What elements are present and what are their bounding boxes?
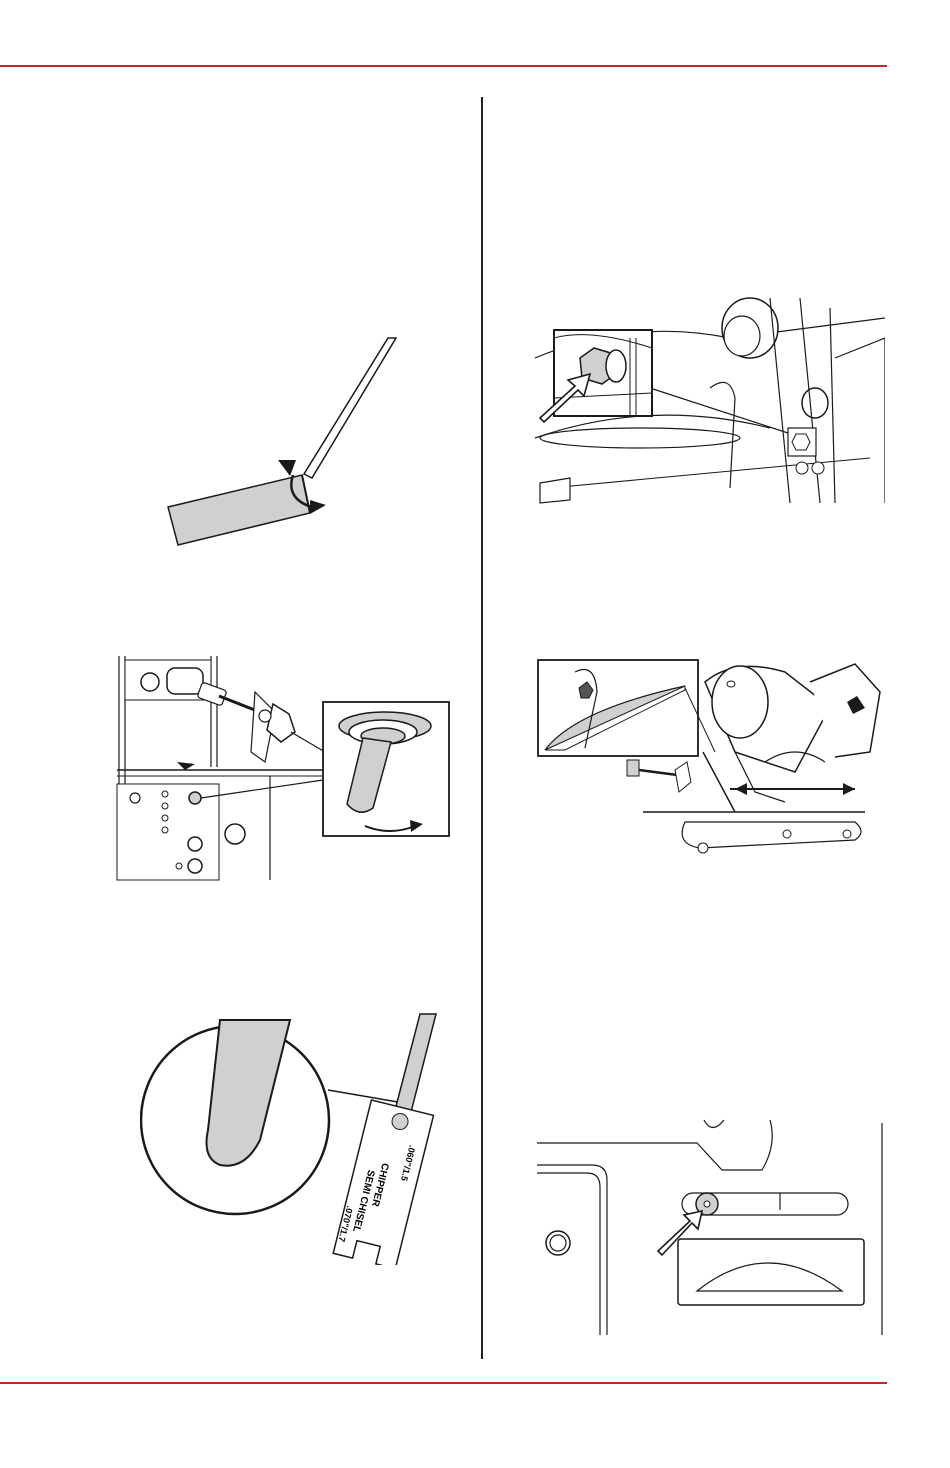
header-rule [0,65,887,67]
figure-nut-callout [530,278,885,508]
figure-pin-rotate [115,652,455,882]
footer-rule [0,1382,887,1384]
figure-slot-pointer [532,1115,887,1340]
figure-blade-bend [160,330,410,560]
figure-guide-slide [535,652,885,867]
column-divider [481,97,483,1359]
figure-gauge: CHIPPER .060"/1.5 SEMI CHISEL .070"/1.7 [140,1010,450,1265]
